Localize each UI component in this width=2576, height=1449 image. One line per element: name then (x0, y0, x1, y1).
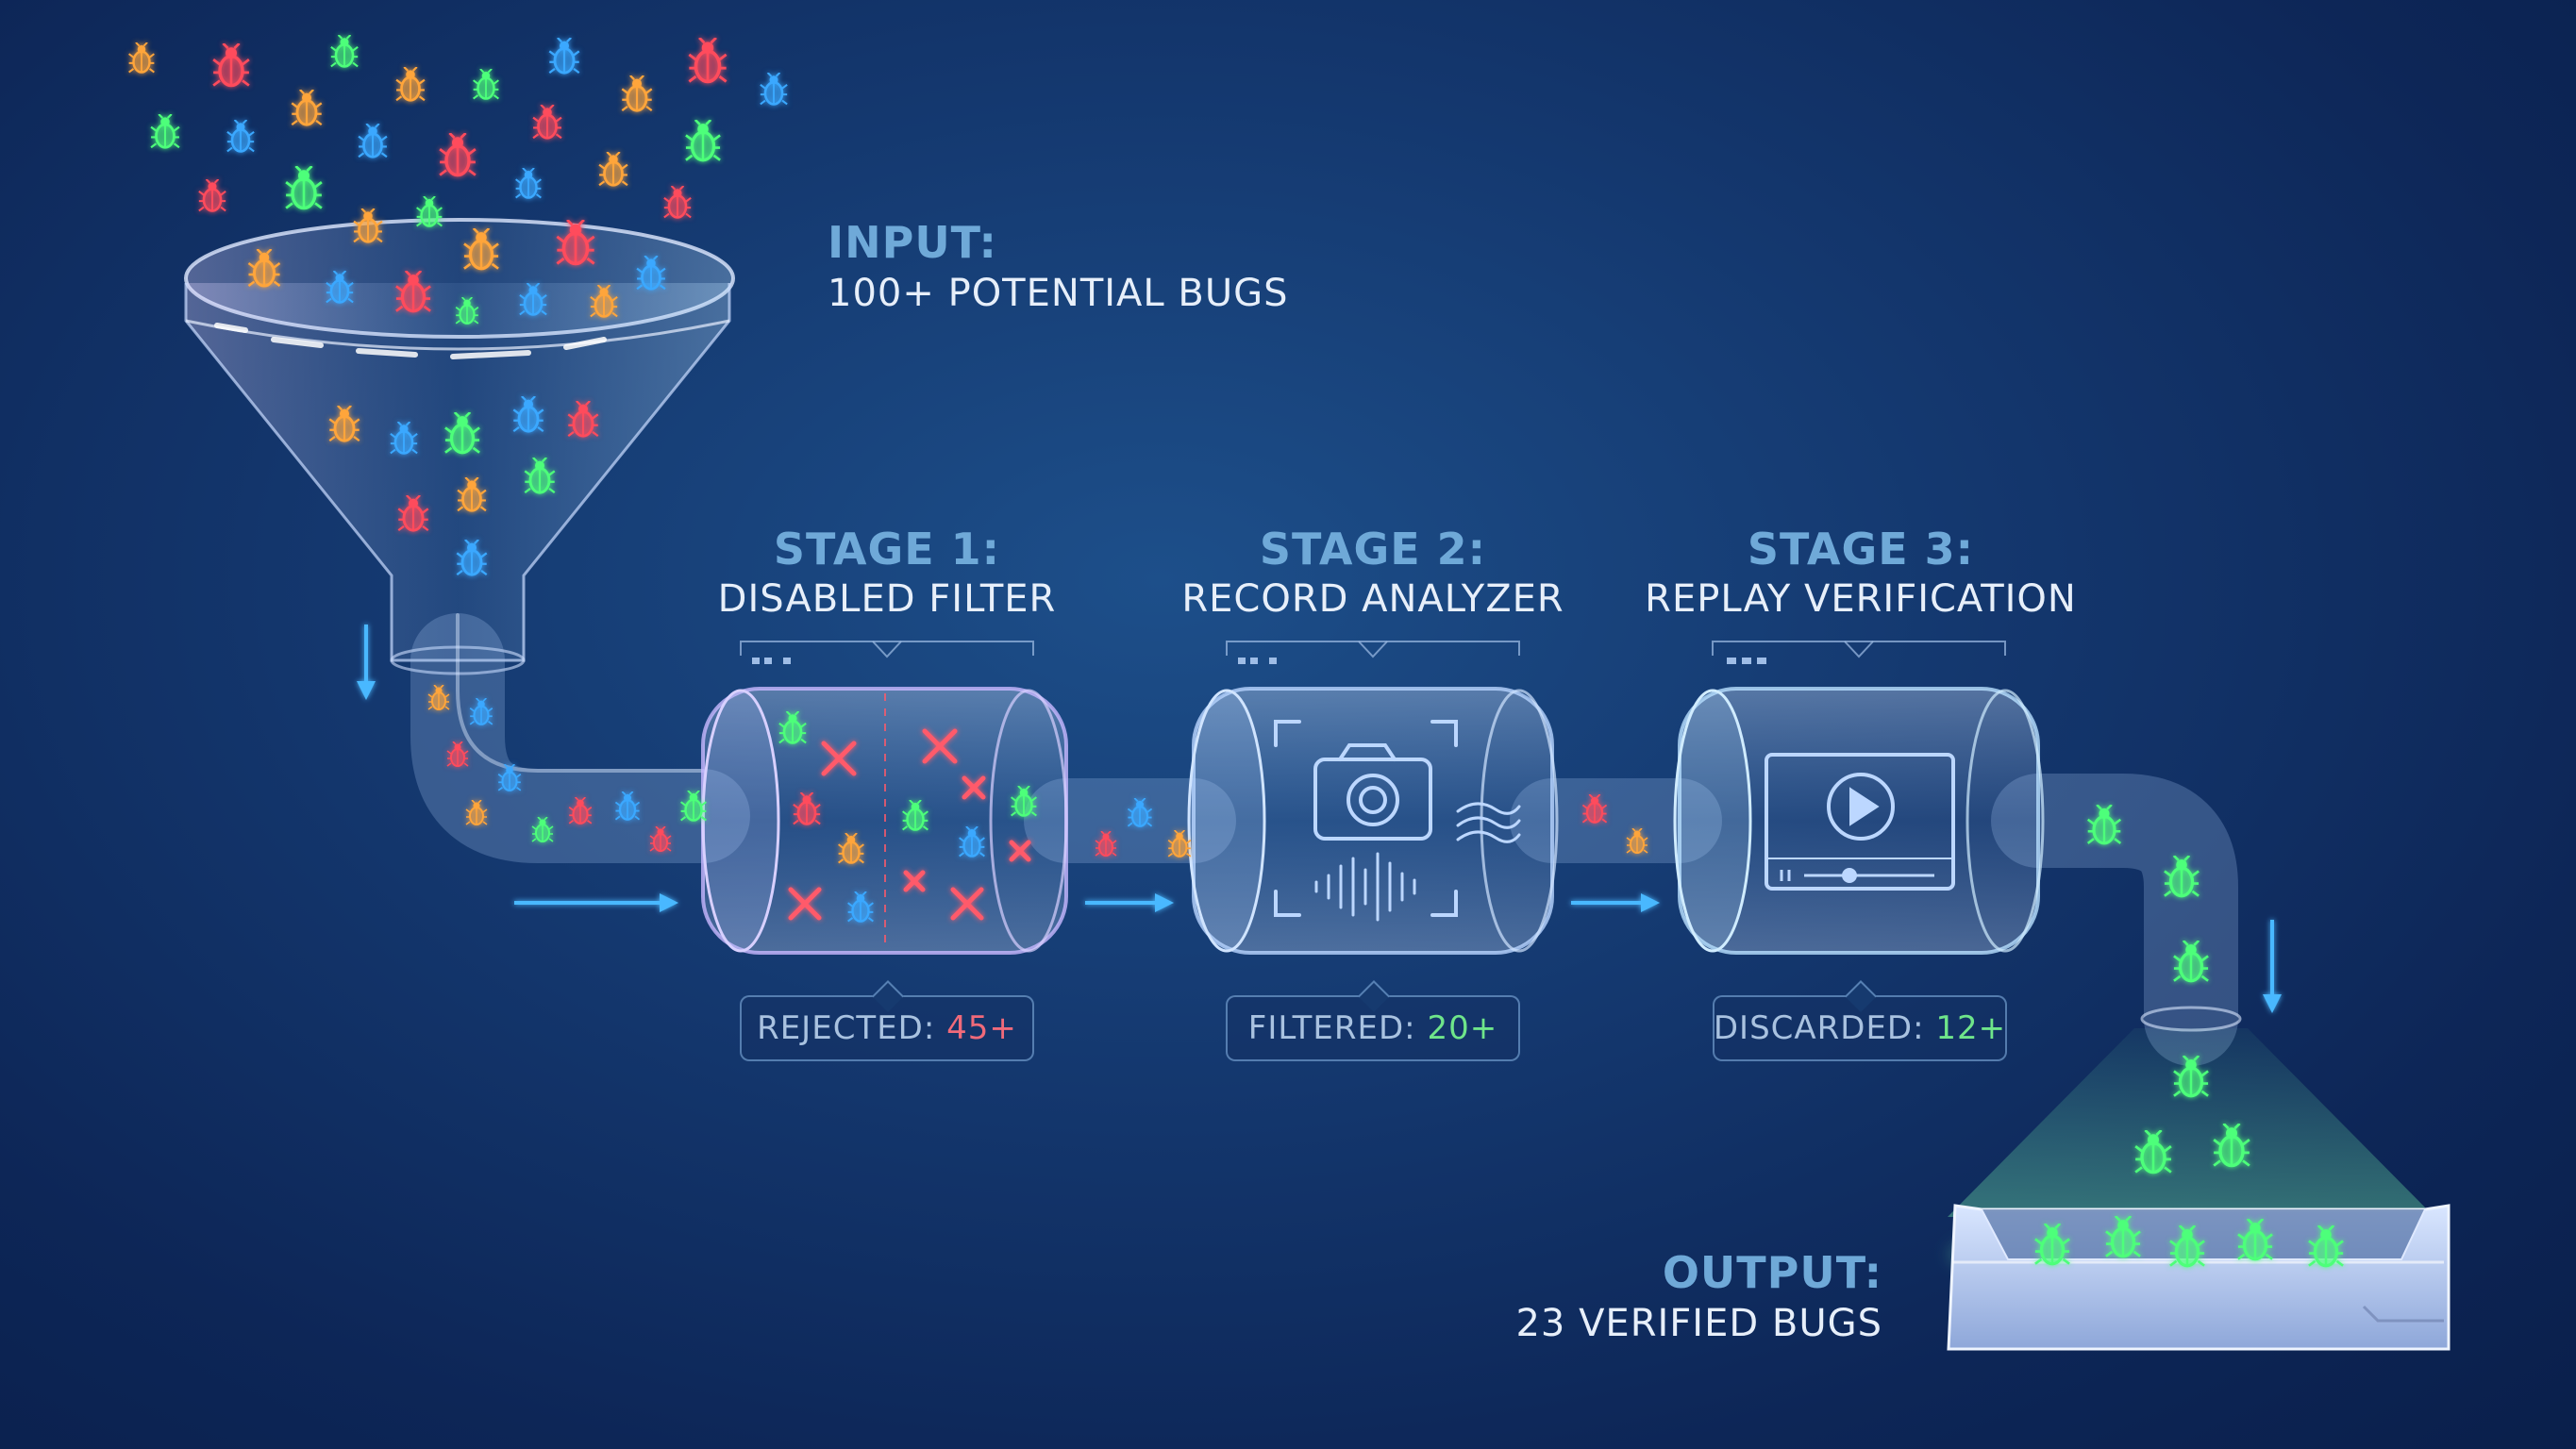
stage-2-name: RECORD ANALYZER (1181, 577, 1564, 621)
stage-2-capsule (1187, 687, 1559, 955)
stage-1-capsule (701, 687, 1068, 955)
bug-icon (149, 114, 181, 149)
stage-2-result-badge: FILTERED: 20+ (1226, 980, 1520, 1061)
bug-icon (531, 105, 563, 140)
play-icon (1765, 753, 1955, 891)
bug-icon (689, 38, 726, 81)
bug-icon (211, 43, 251, 88)
stage-1-result-label: REJECTED: (757, 1009, 936, 1047)
bug-icon (620, 75, 654, 112)
stage-2-heading: STAGE 2: (1259, 524, 1487, 575)
flow-arrows (357, 625, 2282, 1013)
stage-3-result-label: DISCARDED: (1713, 1009, 1925, 1047)
bracket-dots (752, 658, 1766, 664)
stage-1-name: DISABLED FILTER (717, 577, 1057, 621)
stage-3-heading: STAGE 3: (1747, 524, 1975, 575)
bug-icon (514, 168, 543, 199)
stage-1-result-value: 45+ (946, 1009, 1017, 1047)
input-heading: INPUT: (828, 217, 997, 268)
bug-icon (472, 69, 500, 100)
bug-icon (547, 38, 581, 75)
stage-brackets (740, 641, 2006, 658)
bug-icon (438, 133, 477, 177)
stage-3-name: REPLAY VERIFICATION (1645, 577, 2077, 621)
stage-1-result-badge: REJECTED: 45+ (740, 980, 1034, 1061)
bug-icon (329, 35, 360, 68)
reject-marks (788, 728, 1031, 921)
stage-3-capsule (1673, 687, 2045, 955)
output-heading: OUTPUT: (1662, 1247, 1882, 1298)
bug-icon (394, 67, 427, 102)
bug-icon (284, 166, 324, 210)
bug-icon (357, 124, 389, 158)
stage-2-result-value: 20+ (1427, 1009, 1498, 1047)
waveform-icon (1314, 802, 1521, 922)
bug-icon (597, 152, 629, 187)
stage-3-result-badge: DISCARDED: 12+ (1713, 980, 2007, 1061)
bug-icon (662, 186, 693, 219)
bug-icon (759, 73, 789, 106)
bug-icon (226, 120, 256, 153)
stage-2-result-label: FILTERED: (1247, 1009, 1416, 1047)
stage-1-heading: STAGE 1: (773, 524, 1001, 575)
funnel-icon (184, 218, 735, 675)
bug-icon (127, 42, 156, 74)
bug-icon (197, 179, 227, 212)
input-text: 100+ POTENTIAL BUGS (828, 272, 1289, 315)
bug-icon (684, 120, 722, 162)
camera-icon (1274, 720, 1458, 917)
stage-3-result-value: 12+ (1935, 1009, 2007, 1047)
bug-icon (290, 90, 324, 126)
output-text: 23 VERIFIED BUGS (1515, 1302, 1882, 1345)
